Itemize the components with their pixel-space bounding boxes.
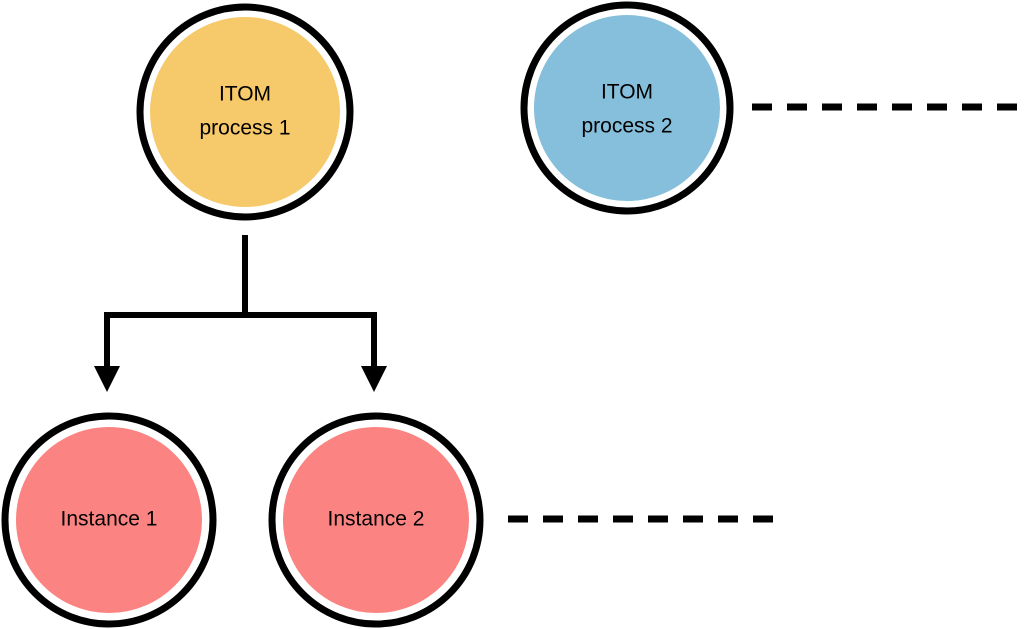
- node-ring-instance-1: [1, 412, 217, 628]
- node-label-itom-process-2-line2: process 2: [581, 115, 672, 138]
- node-disc-instance-2: [283, 427, 469, 613]
- connector-process1-to-instance1: [94, 235, 248, 392]
- node-ring-instance-2: [268, 412, 484, 628]
- node-ring-itom-process-2: [520, 1, 734, 215]
- arrowhead-icon-instance-1: [94, 366, 120, 392]
- node-disc-itom-process-2: [534, 15, 720, 201]
- node-itom-process-2[interactable]: ITOM process 2: [520, 1, 734, 215]
- node-label-instance-1: Instance 1: [61, 508, 158, 531]
- connector-process1-to-instance2: [242, 235, 387, 392]
- node-label-itom-process-1-line2: process 1: [199, 117, 290, 140]
- node-label-instance-2: Instance 2: [328, 508, 425, 531]
- connector-line-process1-to-instance1: [104, 235, 248, 372]
- node-disc-itom-process-1: [150, 17, 340, 207]
- node-itom-process-1[interactable]: ITOM process 1: [136, 3, 354, 221]
- node-label-itom-process-2-line1: ITOM: [601, 81, 653, 104]
- connector-line-process1-to-instance2: [242, 235, 377, 372]
- node-label-itom-process-1-line1: ITOM: [219, 83, 271, 106]
- node-instance-1[interactable]: Instance 1: [1, 412, 217, 628]
- node-ring-itom-process-1: [136, 3, 354, 221]
- node-instance-2[interactable]: Instance 2: [268, 412, 484, 628]
- node-disc-instance-1: [16, 427, 202, 613]
- arrowhead-icon-instance-2: [361, 366, 387, 392]
